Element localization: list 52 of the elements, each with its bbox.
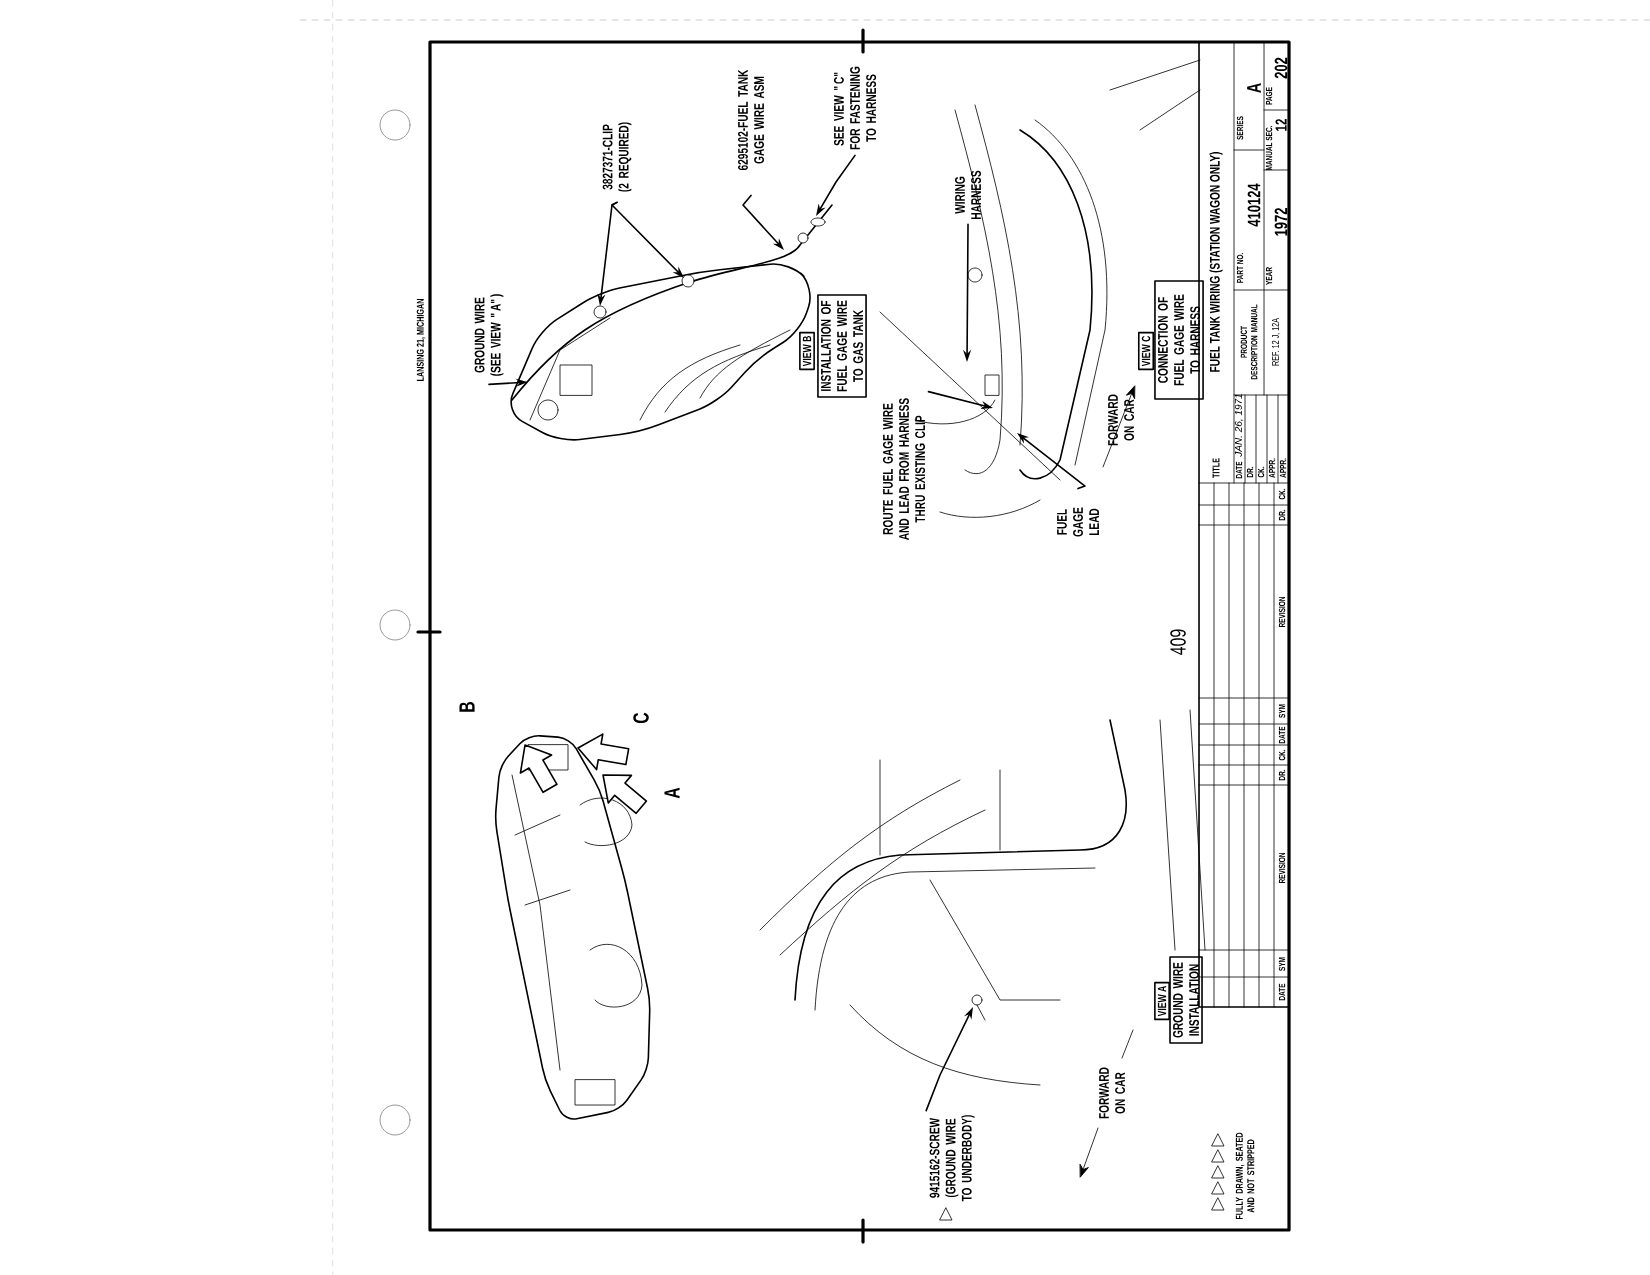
caption-box: CONNECTION OF FUEL GAGE WIRE TO HARNESS — [1154, 280, 1204, 400]
field-label: APPR. — [1268, 458, 1276, 478]
column-header: DATE — [1278, 726, 1286, 744]
field-label: YEAR — [1265, 267, 1273, 285]
field-value: 1972 — [1274, 208, 1288, 236]
leader-text: WIRING HARNESS — [955, 170, 981, 219]
view-letter: C — [633, 712, 649, 724]
column-header: CK. — [1278, 749, 1286, 761]
view-box: VIEW A — [1154, 981, 1170, 1021]
column-header: DATE — [1278, 983, 1286, 1001]
column-header: SYM — [1278, 957, 1286, 971]
leader-text: ROUTE FUEL GAGE WIRE AND LEAD FROM HARNESS THRU EXISTING CLIP — [882, 398, 926, 540]
field-label: SERIES — [1236, 116, 1244, 140]
field-label: CK. — [1257, 466, 1265, 478]
leader-text: 6295102-FUEL TANK GAGE WIRE ASM — [738, 69, 764, 171]
field-label: APPR. — [1279, 458, 1287, 478]
field-value: 12 — [1275, 119, 1287, 131]
view-box: VIEW B — [799, 331, 815, 371]
caption-box: GROUND WIRE INSTALLATION — [1169, 956, 1203, 1044]
field-label: PART NO. — [1236, 253, 1244, 283]
leader-text: 3827371-CLIP (2 REQUIRED) — [602, 122, 632, 192]
field-label: PRODUCT DESCRIPTION MANUAL — [1240, 304, 1258, 380]
column-header: DR. — [1278, 769, 1286, 781]
direction-label: FORWARD ON CAR — [1108, 394, 1134, 446]
field-value: REF. 12 J, 12A — [1271, 318, 1281, 366]
view-letter: B — [459, 702, 475, 712]
column-header: SYM — [1278, 704, 1286, 718]
field-value: 410124 — [1247, 183, 1261, 227]
sheet-number: 409 — [1170, 629, 1186, 655]
drawing-title: FUEL TANK WIRING (STATION WAGON ONLY) — [1209, 152, 1223, 372]
field-label: PAGE — [1265, 87, 1273, 105]
note-text: FULLY DRAWN, SEATED AND NOT STRIPPED — [1235, 1132, 1255, 1220]
handwritten-date: JAN. 26, 1971 — [1234, 394, 1244, 457]
field-value: 202 — [1274, 57, 1288, 79]
leader-text: GROUND WIRE (SEE VIEW "A") — [474, 294, 504, 376]
column-header: REVISION — [1278, 596, 1286, 628]
field-label: TITLE — [1212, 458, 1220, 478]
column-header: DR. — [1278, 509, 1286, 521]
address-text: LANSING 21, MICHIGAN — [416, 299, 426, 381]
leader-text: 9415162-SCREW (GROUND WIRE TO UNDERBODY) — [929, 1115, 975, 1202]
column-header: REVISION — [1278, 852, 1286, 884]
view-letter: A — [664, 787, 680, 799]
field-label: MANUAL SEC. — [1265, 125, 1273, 171]
field-label: DR. — [1246, 466, 1254, 478]
caption-box: INSTALLATION OF FUEL GAGE WIRE TO GAS TANK — [817, 294, 867, 398]
leader-text: SEE VIEW "C" FOR FASTENING TO HARNESS — [833, 66, 877, 150]
leader-text: FUEL GAGE LEAD — [1057, 507, 1099, 537]
field-value: A — [1247, 83, 1261, 93]
column-header: CK. — [1278, 488, 1286, 500]
direction-label: FORWARD ON CAR — [1099, 1067, 1125, 1119]
field-label: DATE — [1235, 461, 1243, 479]
view-box: VIEW C — [1137, 331, 1155, 371]
